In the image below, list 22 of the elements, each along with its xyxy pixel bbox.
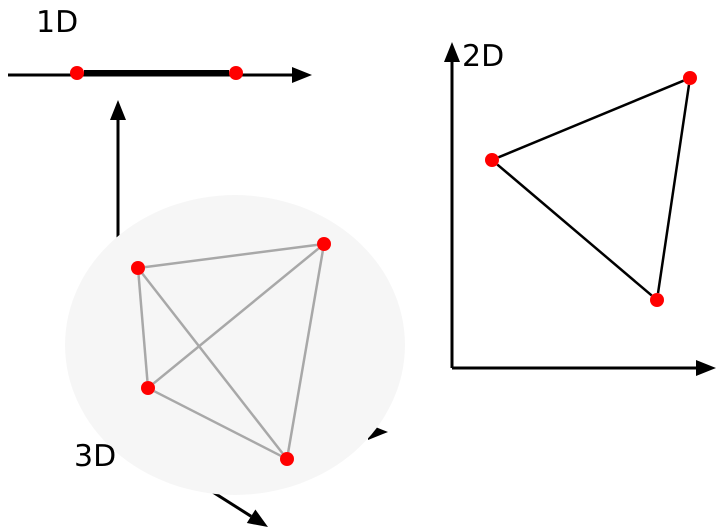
point-marker xyxy=(141,381,155,395)
dimension-label: 3D xyxy=(74,440,116,474)
point-marker xyxy=(485,153,499,167)
line-segment xyxy=(137,274,149,382)
line-segment xyxy=(656,84,690,294)
point-marker xyxy=(317,237,331,251)
point-marker xyxy=(131,261,145,275)
line-segment xyxy=(144,244,318,268)
point-marker xyxy=(280,452,294,466)
line-segment xyxy=(498,80,684,158)
line-segment xyxy=(141,272,284,454)
line-segment xyxy=(154,390,282,457)
point-marker xyxy=(229,66,243,80)
line-segment xyxy=(286,250,324,452)
dimension-label: 1D xyxy=(36,6,78,40)
point-marker xyxy=(683,71,697,85)
point-marker xyxy=(70,66,84,80)
line-segment xyxy=(152,247,320,385)
line-segment xyxy=(496,164,652,296)
dimension-label: 2D xyxy=(462,40,504,74)
line-segment xyxy=(84,70,229,76)
point-marker xyxy=(650,293,664,307)
